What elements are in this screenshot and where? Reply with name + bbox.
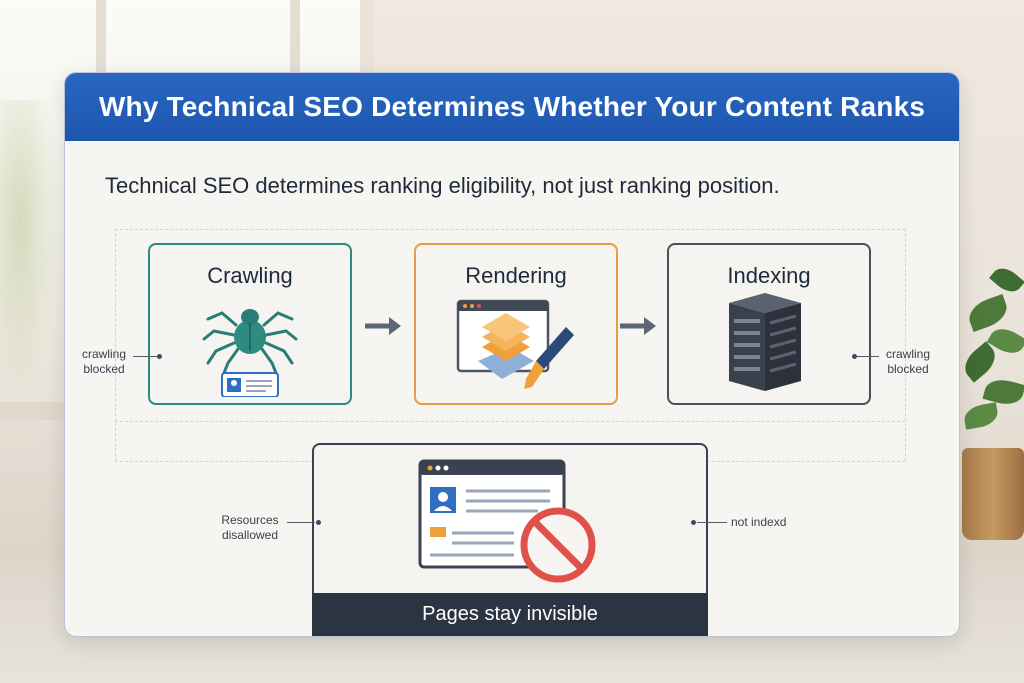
leader-line [133,356,157,357]
side-label-left-top: crawling blocked [81,347,126,376]
spider-icon [202,309,298,397]
arrow-right-icon [620,317,656,335]
blocked-page-icon [418,459,596,583]
leader-dot [157,354,162,359]
stage-title: Indexing [727,263,811,288]
stage-crawling: Crawling [148,243,352,405]
card-title: Why Technical SEO Determines Whether You… [98,91,926,122]
leader-dot [316,520,321,525]
guide-line [115,229,116,461]
leader-line [857,356,879,357]
leader-line [697,522,727,523]
guide-line [115,421,905,422]
side-label-right-bottom: not indexd [731,515,787,529]
arrow-right-icon [365,317,401,335]
side-label-right-top: crawling blocked [885,347,930,376]
infographic-card: Why Technical SEO Determines Whether You… [64,72,960,637]
leader-dot [691,520,696,525]
guide-line [905,229,906,461]
stage-rendering: Rendering [414,243,618,405]
layers-brush-icon [456,299,574,389]
card-header: Why Technical SEO Determines Whether You… [65,73,959,141]
stage-title: Crawling [207,263,293,288]
stage-indexing: Indexing [667,243,871,405]
stage-title: Rendering [465,263,567,288]
outcome-label: Pages stay invisible [422,603,598,625]
leader-line [287,522,315,523]
side-label-left-bottom: Resources disallowed [221,513,279,542]
subtitle: Technical SEO determines ranking eligibi… [105,173,780,198]
guide-line [115,229,905,230]
leader-dot [852,354,857,359]
server-icon [729,293,801,391]
background-foliage [0,100,60,400]
outcome-bar: Pages stay invisible [312,593,708,636]
